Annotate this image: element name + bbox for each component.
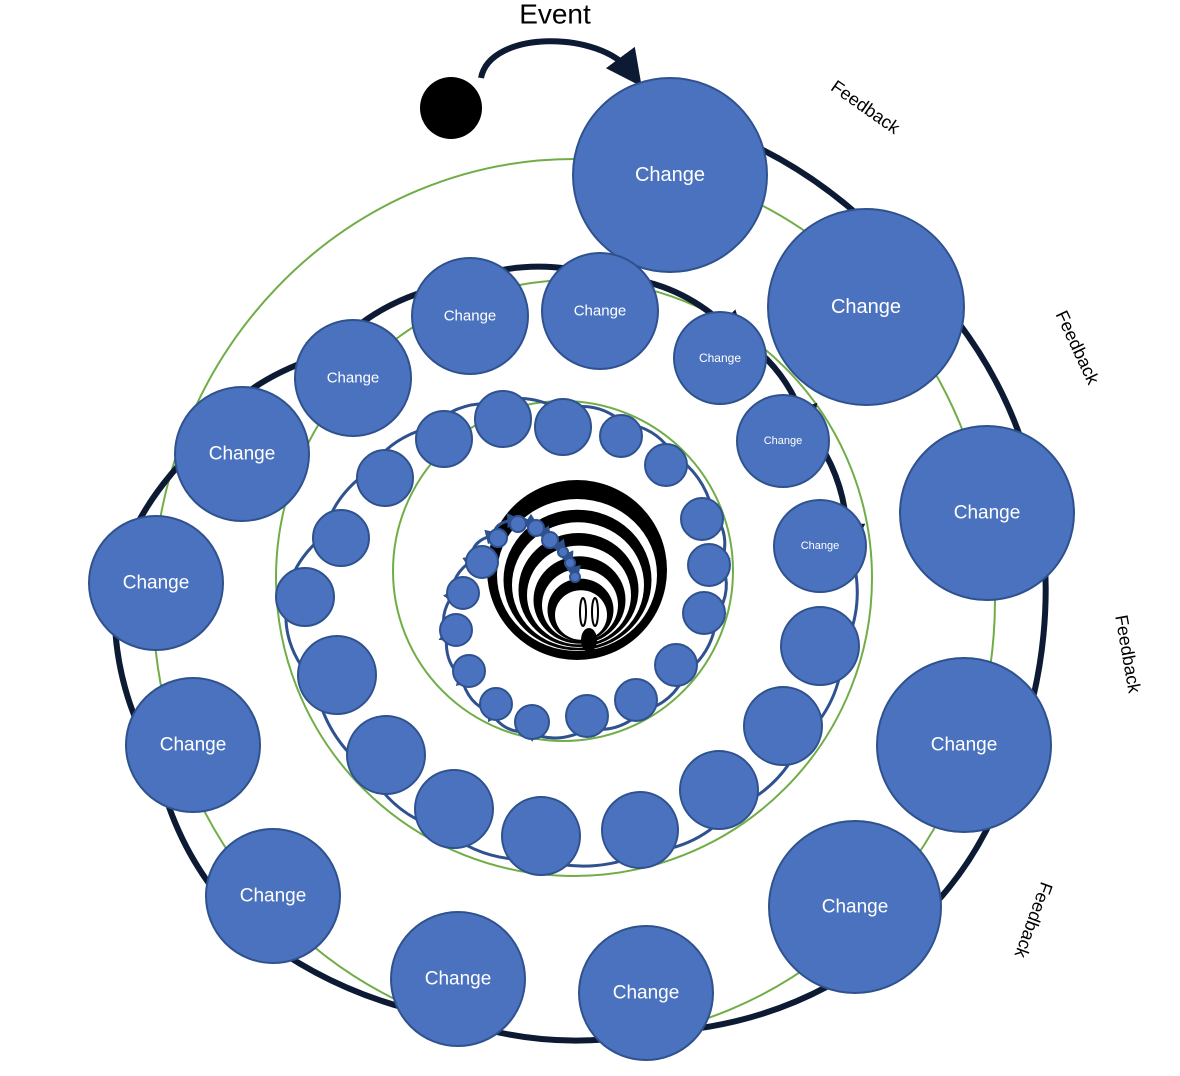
change-circle xyxy=(390,911,526,1047)
change-node-small xyxy=(415,410,473,468)
feedback-label: Feedback xyxy=(827,76,904,138)
change-node-small xyxy=(501,796,581,876)
change-node-small xyxy=(346,715,426,795)
change-label: Change xyxy=(931,735,998,756)
change-node-small xyxy=(356,449,414,507)
change-circle xyxy=(294,319,412,437)
change-node-small xyxy=(527,519,545,537)
change-node-small xyxy=(599,414,643,458)
change-node-small xyxy=(557,546,569,558)
change-node: Change xyxy=(294,319,412,437)
change-node: Change xyxy=(205,828,341,964)
change-circle xyxy=(768,820,942,994)
change-circle xyxy=(899,425,1075,601)
change-label: Change xyxy=(327,370,380,387)
change-node: Change xyxy=(174,386,310,522)
event-title: Event xyxy=(519,0,591,30)
change-node-small xyxy=(679,750,759,830)
change-label: Change xyxy=(240,886,307,907)
change-node-small xyxy=(743,686,823,766)
change-label: Change xyxy=(635,164,705,186)
change-node-small xyxy=(687,543,731,587)
change-circle xyxy=(767,208,965,406)
change-node-small xyxy=(488,528,508,548)
feedback-label: Feedback xyxy=(1111,613,1145,695)
change-node-small xyxy=(682,591,726,635)
change-node-small xyxy=(601,791,679,869)
change-label: Change xyxy=(822,897,889,918)
change-node-small xyxy=(312,509,370,567)
change-node-small xyxy=(509,515,527,533)
change-node-small xyxy=(569,571,581,583)
change-node: Change xyxy=(768,820,942,994)
change-node-small xyxy=(474,390,532,448)
change-node: Change xyxy=(541,252,659,370)
change-node-small xyxy=(446,576,480,610)
change-label: Change xyxy=(123,573,190,594)
change-node-small xyxy=(541,531,559,549)
change-label: Change xyxy=(209,444,276,465)
change-node: Change xyxy=(125,677,261,813)
change-node-small xyxy=(479,687,513,721)
change-node: Change xyxy=(736,394,830,488)
change-circle xyxy=(736,394,830,488)
change-node: Change xyxy=(773,499,867,593)
change-node: Change xyxy=(88,515,224,651)
change-label: Change xyxy=(613,983,680,1004)
change-node-small xyxy=(414,769,494,849)
change-node-small xyxy=(514,704,550,740)
change-circle xyxy=(174,386,310,522)
change-node: Change xyxy=(673,311,767,405)
change-circle xyxy=(572,77,768,273)
change-node-small xyxy=(644,443,688,487)
change-node-small xyxy=(654,643,698,687)
change-circle xyxy=(88,515,224,651)
change-circle xyxy=(876,657,1052,833)
feedback-label: Feedback xyxy=(1052,307,1104,388)
change-node: Change xyxy=(578,925,714,1061)
change-label: Change xyxy=(425,969,492,990)
event-arrow xyxy=(478,38,642,87)
change-label: Change xyxy=(801,540,840,552)
rabbit-hole-icon xyxy=(487,480,667,660)
change-node-small xyxy=(452,654,486,688)
nodes: ChangeChangeChangeChangeChangeChangeChan… xyxy=(88,77,1075,1061)
change-label: Change xyxy=(444,308,497,325)
change-node-small xyxy=(439,613,473,647)
change-circle xyxy=(673,311,767,405)
change-node-small xyxy=(680,497,724,541)
change-node-small xyxy=(297,635,377,715)
change-label: Change xyxy=(764,435,803,447)
change-node: Change xyxy=(411,257,529,375)
change-node-small xyxy=(564,557,576,569)
change-node-small xyxy=(614,678,658,722)
feedback-label: Feedback xyxy=(1010,879,1056,961)
event-dot xyxy=(420,77,482,139)
change-node-small xyxy=(534,398,592,456)
change-node: Change xyxy=(572,77,768,273)
change-node: Change xyxy=(876,657,1052,833)
change-label: Change xyxy=(954,503,1021,524)
change-node: Change xyxy=(390,911,526,1047)
change-circle xyxy=(411,257,529,375)
change-node: Change xyxy=(899,425,1075,601)
change-node: Change xyxy=(767,208,965,406)
change-circle xyxy=(541,252,659,370)
change-label: Change xyxy=(574,303,627,320)
change-node-small xyxy=(465,545,499,579)
change-label: Change xyxy=(699,351,741,365)
change-circle xyxy=(125,677,261,813)
change-node-small xyxy=(780,606,860,686)
change-label: Change xyxy=(160,735,227,756)
change-node-small xyxy=(275,567,335,627)
change-node-small xyxy=(565,694,609,738)
change-circle xyxy=(205,828,341,964)
change-circle xyxy=(578,925,714,1061)
change-label: Change xyxy=(831,296,901,318)
change-circle xyxy=(773,499,867,593)
